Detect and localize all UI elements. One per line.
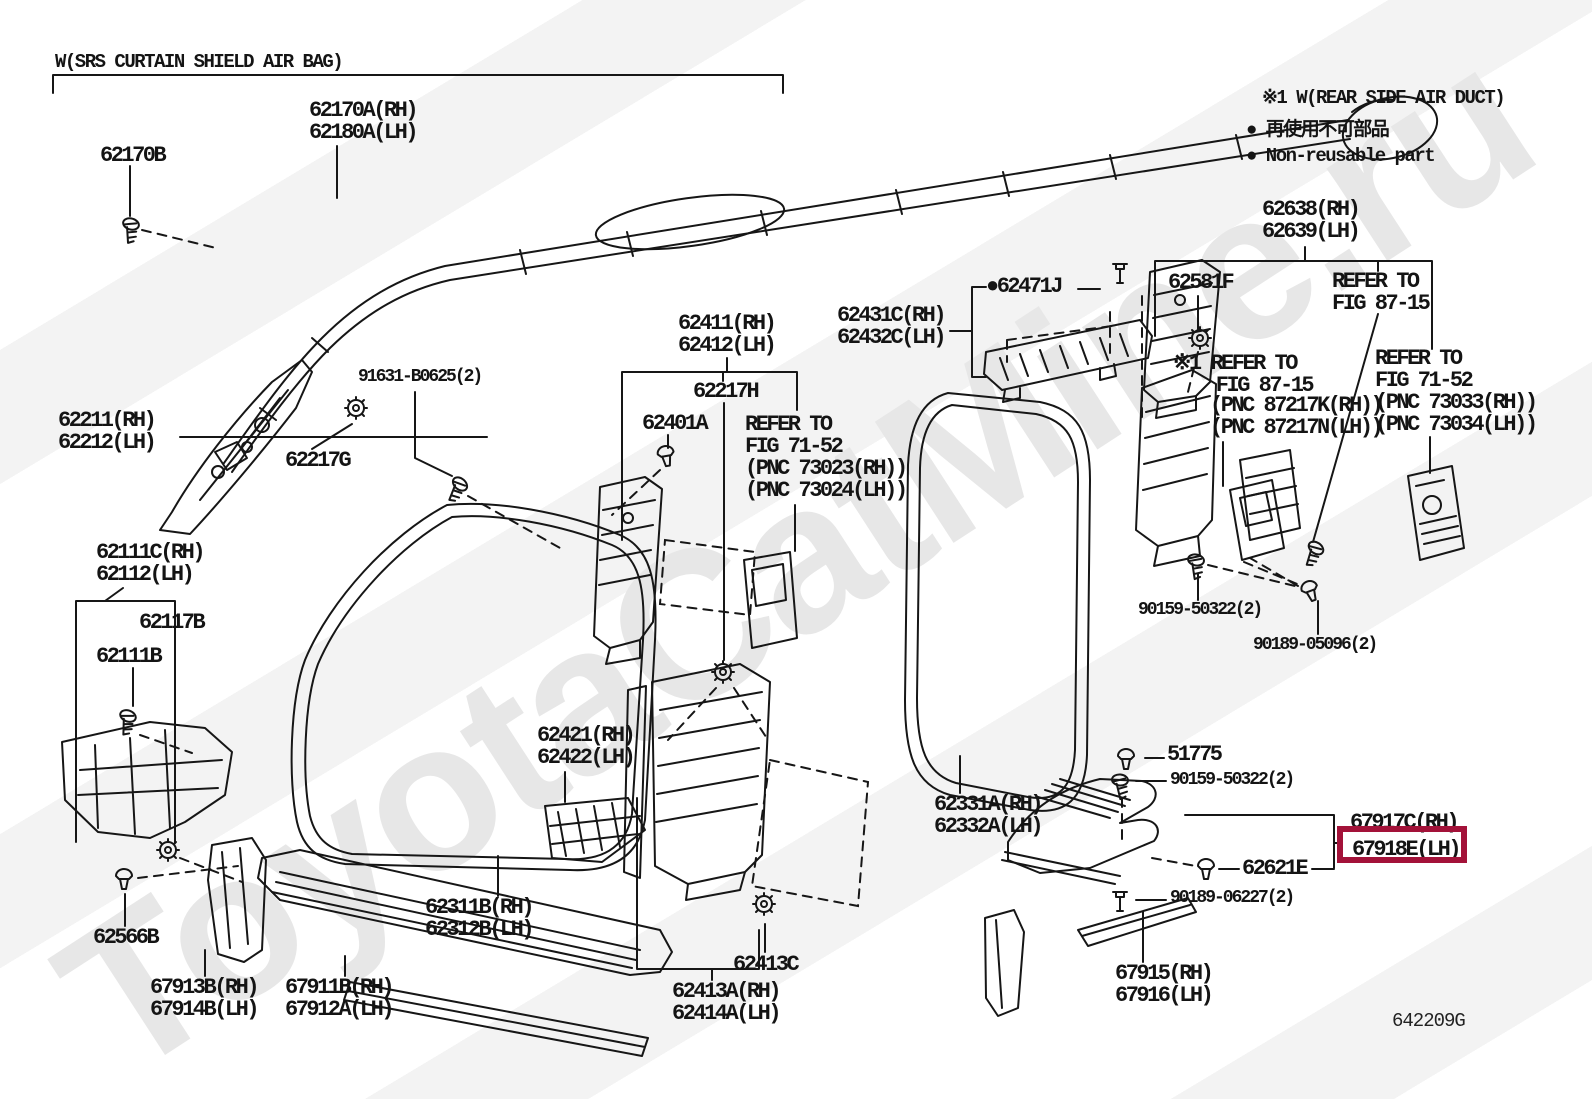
leader-lines <box>75 145 1433 981</box>
label-part-62170b: 62170B <box>100 143 167 168</box>
label-legend-nonreusable-jp: ● 再使用不可部品 <box>1246 119 1390 141</box>
label-pnc-87217: (PNC 87217K(RH)) (PNC 87217N(LH)) <box>1210 393 1384 440</box>
label-refer-fig-87-15-x1: ※1 REFER TO FIG 87-15 <box>1173 351 1315 398</box>
label-part-90159-50322-lower: 90159-50322(2) <box>1170 770 1295 790</box>
label-part-62638: 62638(RH) 62639(LH) <box>1262 197 1361 244</box>
front-door-weatherstrip-drawing <box>290 502 657 872</box>
label-part-62211: 62211(RH) 62212(LH) <box>58 408 157 455</box>
label-part-62331a: 62331A(RH) 62332A(LH) <box>934 792 1044 839</box>
rear-door-weatherstrip-drawing <box>904 392 1091 812</box>
label-part-62471j: ●62471J <box>986 274 1063 299</box>
label-part-90189-05096: 90189-05096(2) <box>1253 635 1378 655</box>
rear-step-garnish-drawing <box>1001 778 1159 885</box>
label-part-62117b: 62117B <box>139 610 206 635</box>
c-pillar-lower-garnish-drawing <box>1135 369 1217 567</box>
rear-kick-piece-drawing <box>984 909 1025 1017</box>
label-part-51775: 51775 <box>1167 742 1223 767</box>
label-refer-fig-71-52-right: REFER TO FIG 71-52 (PNC 73033(RH)) (PNC … <box>1375 346 1538 437</box>
label-part-62111b: 62111B <box>96 644 163 669</box>
a-pillar-garnish-drawing <box>159 359 313 535</box>
label-refer-fig-71-52-b-pillar: REFER TO FIG 71-52 (PNC 73023(RH)) (PNC … <box>745 412 908 503</box>
srs-bracket <box>52 74 784 94</box>
label-part-62413a: 62413A(RH) 62414A(LH) <box>672 979 782 1026</box>
rear-duct-piece-drawing <box>1229 479 1285 561</box>
label-refer-fig-87-15-top: REFER TO FIG 87-15 <box>1332 269 1431 316</box>
front-scuff-plate-drawing <box>207 837 673 1057</box>
cowl-side-trim-drawing <box>61 721 233 839</box>
label-rear-duct-note: ※1 W(REAR SIDE AIR DUCT) <box>1262 87 1506 109</box>
label-part-91631-b0625: 91631-B0625(2) <box>358 367 483 387</box>
highlight-box-67918e <box>1337 826 1467 863</box>
b-pillar-upper-garnish-drawing <box>593 476 798 665</box>
heater-duct-piece-drawing <box>1407 465 1465 561</box>
quarter-trim-wedge-drawing <box>544 797 646 863</box>
label-part-62421: 62421(RH) 62422(LH) <box>537 723 636 770</box>
label-srs-airbag-note: W(SRS CURTAIN SHIELD AIR BAG) <box>55 51 344 73</box>
label-part-62413c: 62413C <box>733 952 800 977</box>
curtain-airbag-drawing <box>211 95 1439 479</box>
label-part-62411: 62411(RH) 62412(LH) <box>678 311 777 358</box>
label-part-90159-50322-upper: 90159-50322(2) <box>1138 600 1263 620</box>
label-part-62311b: 62311B(RH) 62312B(LH) <box>425 895 535 942</box>
label-part-62217h: 62217H <box>693 379 760 404</box>
label-part-67915: 67915(RH) 67916(LH) <box>1115 961 1214 1008</box>
rear-sill-strip-drawing <box>1077 897 1197 947</box>
label-part-67911b: 67911B(RH) 67912A(LH) <box>285 975 395 1022</box>
label-part-90189-06227: 90189-06227(2) <box>1170 888 1295 908</box>
b-pillar-lower-garnish-drawing <box>623 663 771 901</box>
label-part-62431c: 62431C(RH) 62432C(LH) <box>837 303 947 350</box>
label-part-62581f: 62581F <box>1168 270 1235 295</box>
label-part-62621e: 62621E <box>1242 856 1309 881</box>
label-figure-code: 642209G <box>1392 1010 1466 1032</box>
label-part-62111c: 62111C(RH) 62112(LH) <box>96 540 206 587</box>
label-part-67918e: 67918E(LH) <box>1352 837 1462 862</box>
label-part-62170a: 62170A(RH) 62180A(LH) <box>309 98 419 145</box>
label-part-62566b: 62566B <box>93 925 160 950</box>
label-part-62217g: 62217G <box>285 448 352 473</box>
roof-side-rail-drawing <box>983 319 1153 403</box>
label-part-67913b: 67913B(RH) 67914B(LH) <box>150 975 260 1022</box>
label-legend-nonreusable-en: ● Non-reusable part <box>1246 145 1436 167</box>
label-part-62401a: 62401A <box>642 411 709 436</box>
